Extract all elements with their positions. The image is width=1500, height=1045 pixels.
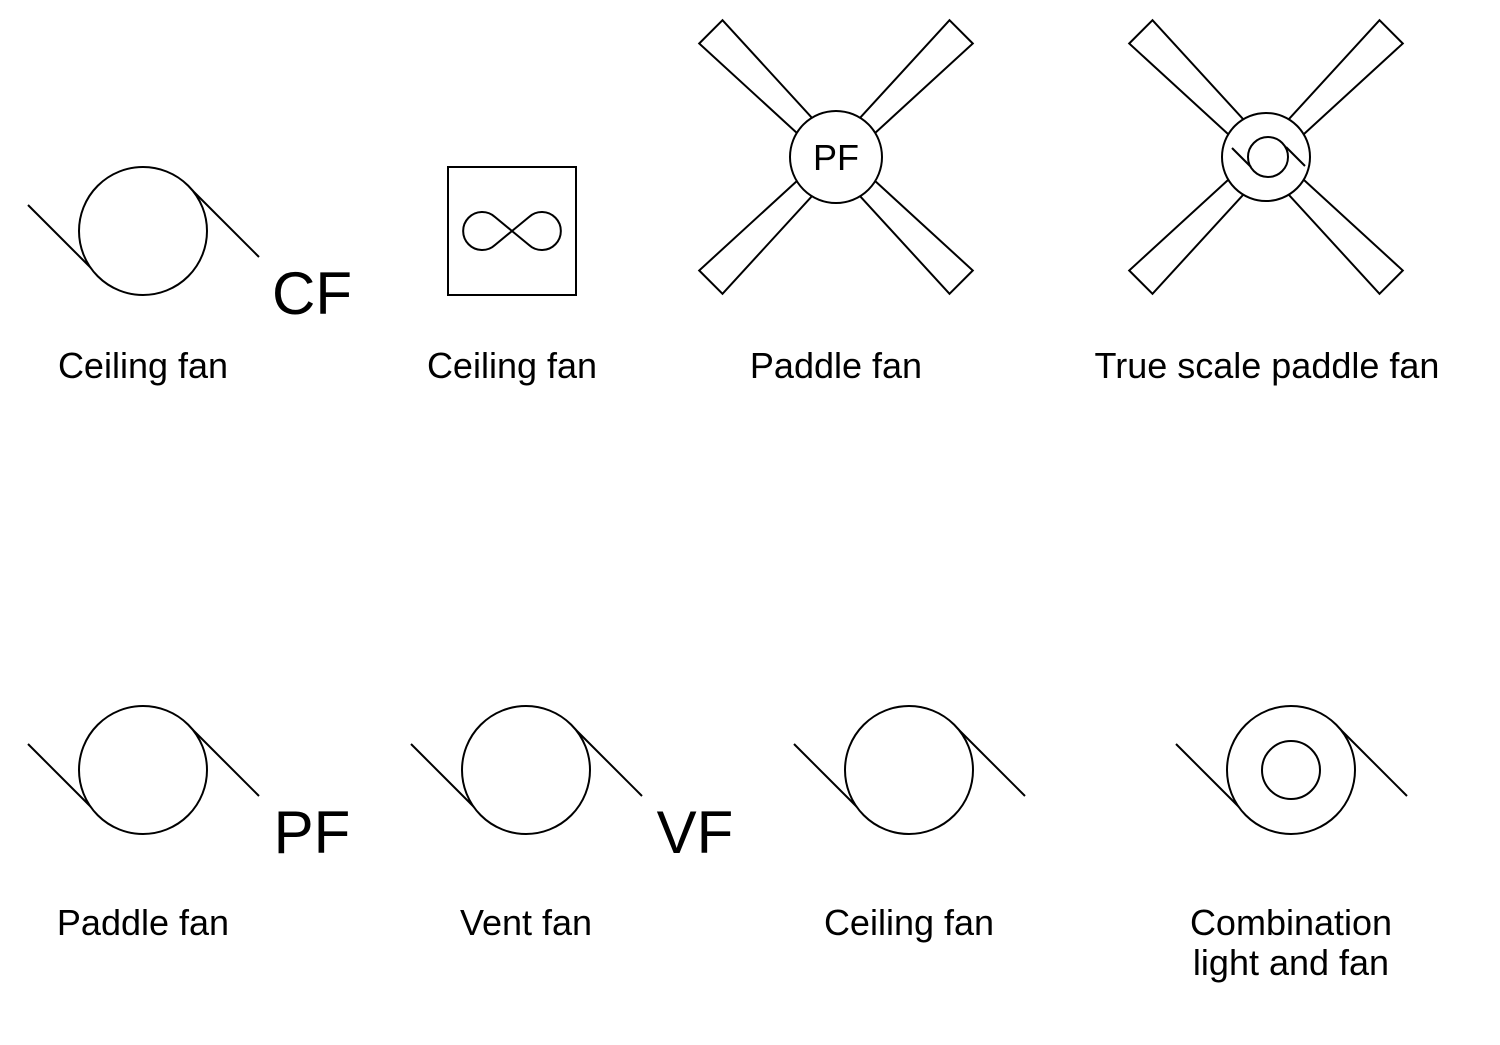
tangent-line-right [570, 724, 643, 797]
symbol-label: Vent fan [460, 902, 592, 943]
symbol-label: Ceiling fan [427, 345, 597, 386]
symbol-code: PF [813, 137, 859, 178]
tangent-line-left [27, 204, 99, 276]
symbol-label: Ceiling fan [824, 902, 994, 943]
ceiling-fan-box-symbol: Ceiling fan [427, 166, 597, 386]
fan-blade [1127, 169, 1254, 296]
fan-circle [844, 705, 974, 835]
fan-blade [1278, 18, 1405, 145]
tangent-line-right [953, 724, 1026, 797]
tangent-line-right [1285, 146, 1306, 167]
light-circle [1261, 740, 1321, 800]
symbol-label: True scale paddle fan [1095, 345, 1440, 386]
paddle-fan-pf-symbol: PF Paddle fan [697, 18, 975, 386]
tangent-line-left [793, 743, 865, 815]
tangent-line-left [410, 743, 482, 815]
fan-circle [1226, 705, 1356, 835]
fan-circle [78, 705, 208, 835]
symbol-code: CF [272, 260, 352, 327]
true-scale-paddle-fan-symbol: True scale paddle fan [1095, 18, 1440, 386]
ceiling-fan-circle-symbol: Ceiling fan [793, 705, 1026, 943]
infinity-icon [462, 211, 562, 251]
paddle-fan-pf-circle-symbol: PF Paddle fan [27, 705, 351, 943]
symbol-code: VF [657, 799, 734, 866]
symbol-label: Ceiling fan [58, 345, 228, 386]
fan-circle [78, 166, 208, 296]
symbol-label-line1: Combination [1190, 902, 1392, 943]
symbol-code: PF [274, 799, 351, 866]
symbol-label-line2: light and fan [1193, 942, 1389, 983]
vent-fan-vf-symbol: VF Vent fan [410, 705, 734, 943]
tangent-line-right [187, 724, 260, 797]
fan-blade [1278, 169, 1405, 296]
tangent-line-right [187, 185, 260, 258]
fan-blade [1127, 18, 1254, 145]
ceiling-fan-cf-symbol: CF Ceiling fan [27, 166, 352, 386]
symbol-label: Paddle fan [57, 902, 229, 943]
combination-light-fan-symbol: Combination light and fan [1175, 705, 1408, 983]
fan-hub-circle [1221, 112, 1311, 202]
tangent-line-left [1175, 743, 1247, 815]
tangent-line-left [27, 743, 99, 815]
inner-fan-circle [1247, 136, 1289, 178]
fan-circle [461, 705, 591, 835]
tangent-line-left [1231, 147, 1252, 168]
tangent-line-right [1335, 724, 1408, 797]
fan-hub-circle [789, 110, 883, 204]
symbol-label: Paddle fan [750, 345, 922, 386]
